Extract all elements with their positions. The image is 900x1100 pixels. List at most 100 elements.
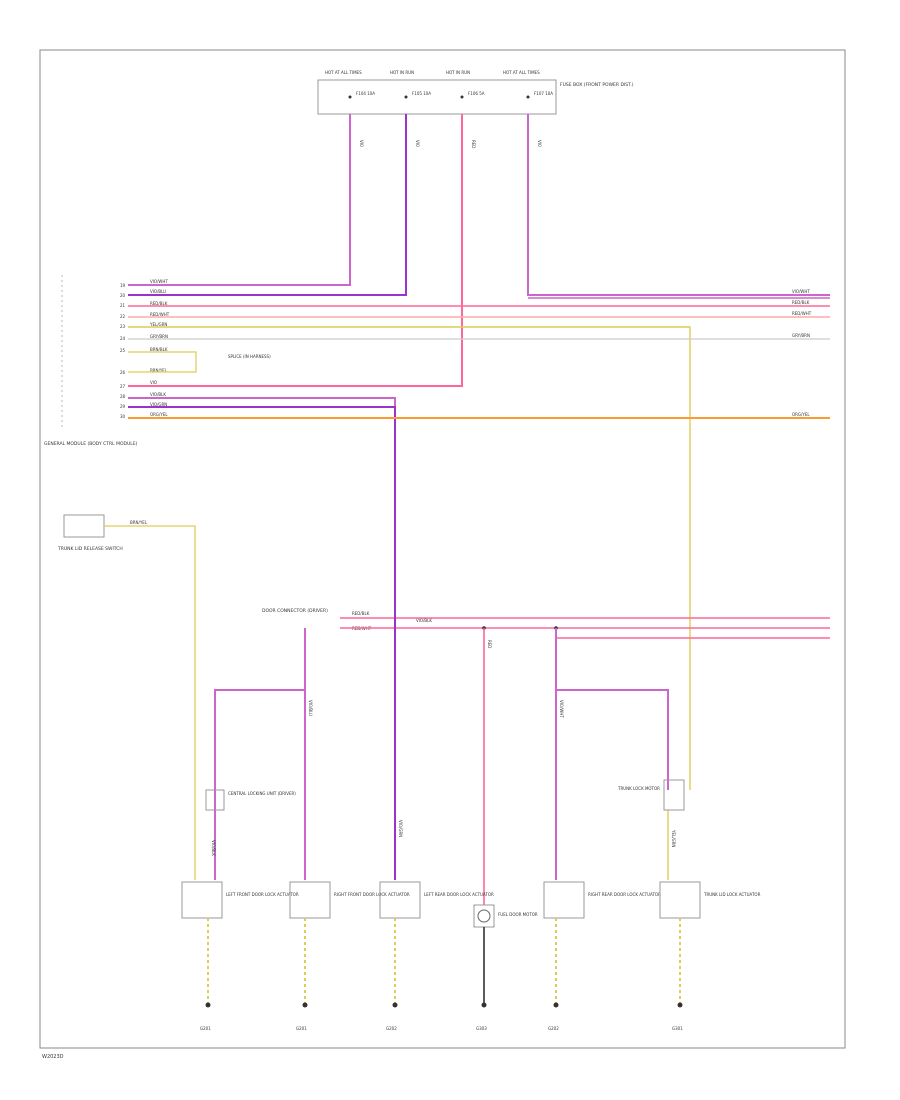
fuse-2-supply-label: HOT IN RUN bbox=[390, 70, 414, 75]
trunk-lock-motor: TRUNK LOCK MOTOR bbox=[617, 779, 685, 811]
device-1-ground: G201 bbox=[200, 1026, 211, 1031]
fuse-4-supply-label: HOT AT ALL TIMES bbox=[503, 70, 540, 75]
module-pin-28: 28 bbox=[120, 394, 126, 399]
device-2-label: RIGHT FRONT DOOR LOCK ACTUATOR bbox=[334, 892, 410, 897]
device-2-ground-icon bbox=[302, 1002, 308, 1008]
module-wire-label-6: GRY/BRN bbox=[150, 334, 168, 339]
module-wire-label-5: YEL/GRN bbox=[149, 322, 167, 327]
device-5-label: RIGHT REAR DOOR LOCK ACTUATOR bbox=[588, 892, 661, 897]
fuse-1: HOT AT ALL TIMES F104 10A VIO bbox=[325, 70, 375, 147]
wire-fuse-2-purple bbox=[128, 114, 407, 296]
fuse-box: FUSE BOX (FRONT POWER DIST.) HOT AT ALL … bbox=[317, 70, 634, 148]
central-locking-unit: CENTRAL LOCKING UNIT (DRIVER) bbox=[205, 789, 296, 811]
device-3-label: LEFT REAR DOOR LOCK ACTUATOR bbox=[424, 892, 494, 897]
right-ref-3: RED/WHT bbox=[792, 311, 812, 316]
door-connector-label: DOOR CONNECTOR (DRIVER) bbox=[262, 608, 328, 614]
device-1: LEFT FRONT DOOR LOCK ACTUATOR G201 bbox=[181, 881, 299, 1031]
module-pin-20: 20 bbox=[120, 293, 126, 298]
bus-wire-yellow bbox=[128, 326, 691, 790]
module-wire-label-11: VIO/GRN bbox=[150, 402, 167, 407]
bus-wire-brown-switch bbox=[128, 351, 197, 373]
right-ref-4: GRY/BRN bbox=[792, 333, 810, 338]
central-locking-unit-box bbox=[205, 789, 225, 811]
fuse-3-supply-label: HOT IN RUN bbox=[446, 70, 470, 75]
fuse-1-id-label: F104 10A bbox=[356, 91, 375, 96]
module-pin-27: 27 bbox=[120, 384, 126, 389]
device-wire-labels: VIO/BLK VIO/BLU VIO/GRN RED VIO/WHT YEL/… bbox=[211, 640, 676, 856]
trunk-lock-motor-box bbox=[663, 779, 685, 811]
trunk-release-switch-wire: BRN/YEL bbox=[130, 520, 148, 525]
fuse-3-wire-label: RED bbox=[471, 140, 476, 148]
fuse-box-outline bbox=[317, 79, 557, 115]
fuse-3-id-label: F106 5A bbox=[468, 91, 485, 96]
module-wire-labels: VIO/WHT VIO/BLU RED/BLK RED/WHT YEL/GRN … bbox=[149, 279, 170, 417]
fuse-3-terminal bbox=[460, 95, 464, 99]
module-wire-label-10: VIO/BLK bbox=[150, 392, 166, 397]
device-6-box bbox=[659, 881, 701, 919]
central-locking-unit-label: CENTRAL LOCKING UNIT (DRIVER) bbox=[228, 791, 296, 796]
device-2: RIGHT FRONT DOOR LOCK ACTUATOR G201 bbox=[289, 881, 410, 1031]
fuse-2-wire-label: VIO bbox=[415, 140, 420, 147]
device-3-ground-icon bbox=[392, 1002, 398, 1008]
fuse-2-terminal bbox=[404, 95, 408, 99]
right-ref-1: VIO/WHT bbox=[792, 289, 810, 294]
module-pin-29: 29 bbox=[120, 404, 126, 409]
right-ref-2: RED/BLK bbox=[792, 300, 810, 305]
fuse-4-wire-label: VIO bbox=[537, 140, 542, 147]
device-5-box bbox=[543, 881, 585, 919]
device-4-ground: G303 bbox=[476, 1026, 487, 1031]
fuse-4-id-label: F107 10A bbox=[534, 91, 553, 96]
door-connector: DOOR CONNECTOR (DRIVER) RED/BLK RED/WHT … bbox=[262, 608, 830, 639]
fuse-2-id-label: F105 10A bbox=[412, 91, 431, 96]
splice-label: SPLICE (IN HARNESS) bbox=[228, 354, 271, 359]
device-4-box bbox=[473, 904, 495, 928]
module-pin-23: 23 bbox=[120, 324, 126, 329]
bus-wires bbox=[128, 297, 830, 790]
module-pin-labels: 19 20 21 22 23 24 25 26 27 28 29 30 bbox=[120, 283, 126, 419]
module-pin-24: 24 bbox=[120, 336, 126, 341]
module-pin-26: 26 bbox=[120, 370, 126, 375]
wire-fuse-3-red bbox=[128, 114, 463, 387]
device-5-wire-label: VIO/WHT bbox=[559, 700, 564, 718]
fuse-1-supply-label: HOT AT ALL TIMES bbox=[325, 70, 362, 75]
device-6-ground-icon bbox=[677, 1002, 683, 1008]
module-wire-label-8: BRN/YEL bbox=[150, 368, 168, 373]
bus-wire-violet-down bbox=[128, 397, 396, 408]
fuse-4-terminal bbox=[526, 95, 530, 99]
bus-wire-purple-down bbox=[128, 406, 396, 615]
general-module: GENERAL MODULE (BODY CTRL MODULE) 19 20 … bbox=[44, 275, 170, 447]
module-pin-19: 19 bbox=[120, 283, 126, 288]
trunk-release-switch-label: TRUNK LID RELEASE SWITCH bbox=[57, 546, 123, 552]
device-3-box bbox=[379, 881, 421, 919]
module-wire-label-9: VIO bbox=[150, 380, 157, 385]
device-3-ground: G202 bbox=[386, 1026, 397, 1031]
device-4-ground-icon bbox=[481, 1002, 487, 1008]
device-2-wire-label: VIO/BLU bbox=[308, 700, 313, 716]
module-wire-label-7: BRN/BLK bbox=[150, 347, 168, 352]
fuse-3: HOT IN RUN F106 5A RED bbox=[446, 70, 485, 148]
module-wire-label-3: RED/BLK bbox=[150, 301, 168, 306]
module-pin-21: 21 bbox=[120, 303, 126, 308]
device-6: TRUNK LID LOCK ACTUATOR G301 bbox=[659, 881, 761, 1031]
device-2-ground: G201 bbox=[296, 1026, 307, 1031]
device-1-ground-icon bbox=[205, 1002, 211, 1008]
wire-fuse-1-violet bbox=[128, 114, 351, 286]
wire-fuse-4-violet bbox=[527, 114, 830, 296]
module-wire-label-4: RED/WHT bbox=[150, 312, 170, 317]
fuse-2: HOT IN RUN F105 10A VIO bbox=[390, 70, 431, 147]
device-3: LEFT REAR DOOR LOCK ACTUATOR G202 bbox=[379, 881, 494, 1031]
device-2-box bbox=[289, 881, 331, 919]
general-module-label: GENERAL MODULE (BODY CTRL MODULE) bbox=[44, 441, 138, 447]
trunk-release-switch: TRUNK LID RELEASE SWITCH BRN/YEL bbox=[57, 514, 196, 880]
module-pin-22: 22 bbox=[120, 314, 126, 319]
motor-icon bbox=[477, 909, 491, 923]
module-wire-label-12: ORG/YEL bbox=[150, 412, 168, 417]
wire-trunk-switch bbox=[104, 525, 196, 880]
device-5-ground: G202 bbox=[548, 1026, 559, 1031]
device-3-wire-label: VIO/GRN bbox=[398, 820, 403, 837]
wire-dev-5 bbox=[555, 628, 669, 790]
door-wire-label-1: RED/BLK bbox=[352, 611, 370, 616]
wire-dev-1 bbox=[214, 628, 306, 880]
fuse-1-terminal bbox=[348, 95, 352, 99]
